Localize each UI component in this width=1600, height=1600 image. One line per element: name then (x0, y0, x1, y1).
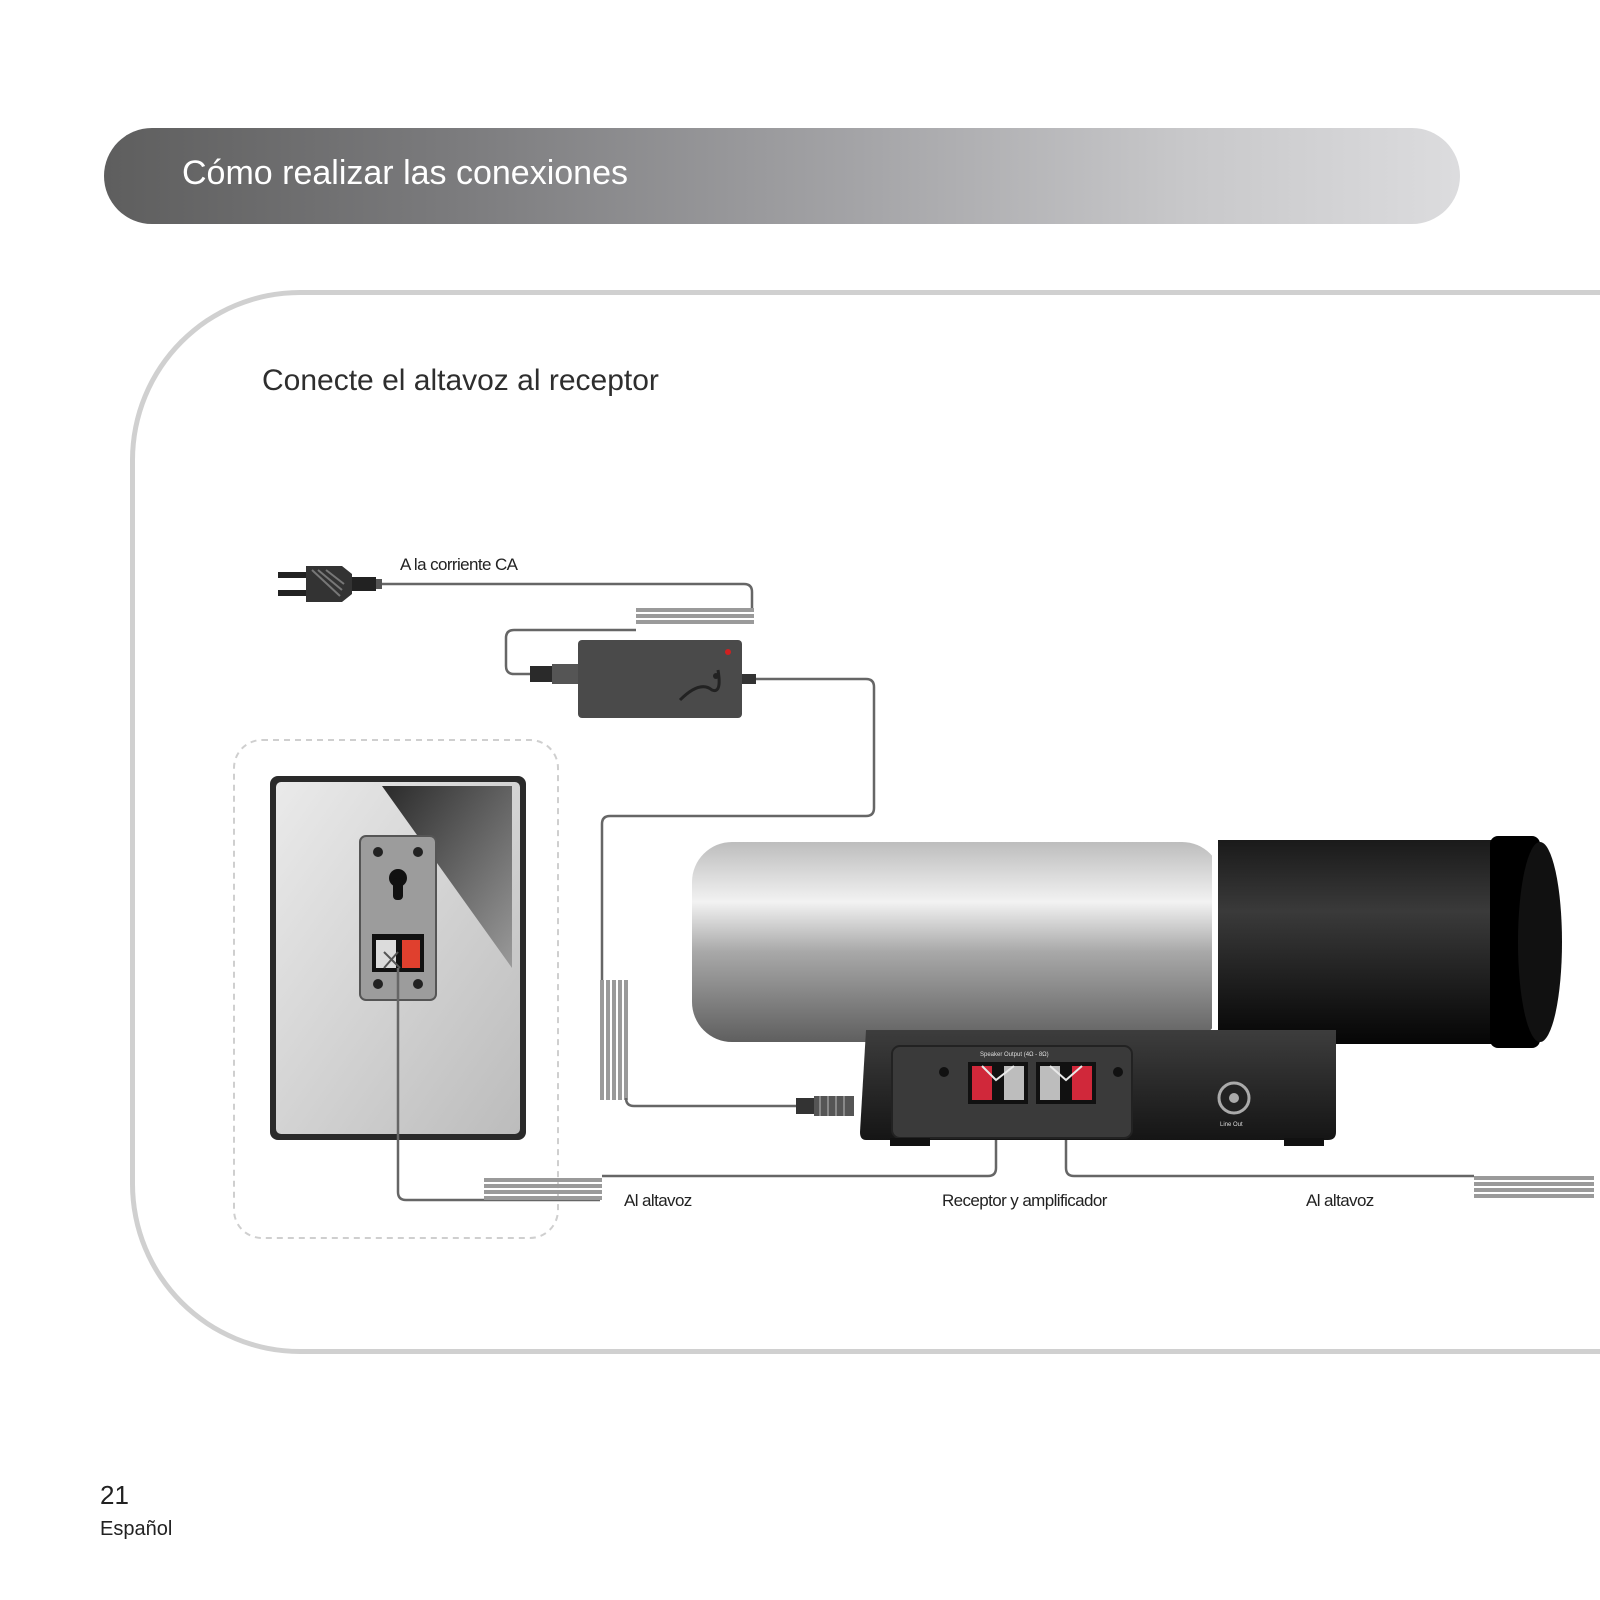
label-to-speaker-right: Al altavoz (1306, 1191, 1374, 1210)
dc-plug (796, 1096, 854, 1116)
section-header: Cómo realizar las conexiones (104, 128, 1460, 224)
receiver-base: Speaker Output (4Ω - 8Ω) Line Out (860, 1030, 1336, 1146)
panel-title: Conecte el altavoz al receptor (262, 364, 659, 397)
cable-coil (636, 608, 754, 624)
label-receiver-amplifier: Receptor y amplificador (942, 1191, 1108, 1210)
section-title: Cómo realizar las conexiones (182, 154, 628, 192)
speaker-cable-coil-right (1474, 1176, 1594, 1198)
power-adapter (530, 640, 756, 718)
page-number: 21 (100, 1480, 129, 1510)
speaker-output-label: Speaker Output (4Ω - 8Ω) (980, 1052, 1049, 1058)
page-language: Español (100, 1518, 173, 1540)
receiver-barrel (692, 836, 1562, 1048)
speaker-back (270, 776, 526, 1140)
speaker-frame (233, 739, 559, 1239)
label-to-speaker-left: Al altavoz (624, 1191, 692, 1210)
label-ac-power: A la corriente CA (400, 555, 519, 574)
speaker-cable-coil-left (484, 1178, 602, 1200)
cable-coil-vertical (600, 980, 628, 1100)
line-out-label: Line Out (1220, 1122, 1243, 1128)
ac-plug-icon (278, 566, 382, 602)
content-panel (130, 290, 1600, 1354)
